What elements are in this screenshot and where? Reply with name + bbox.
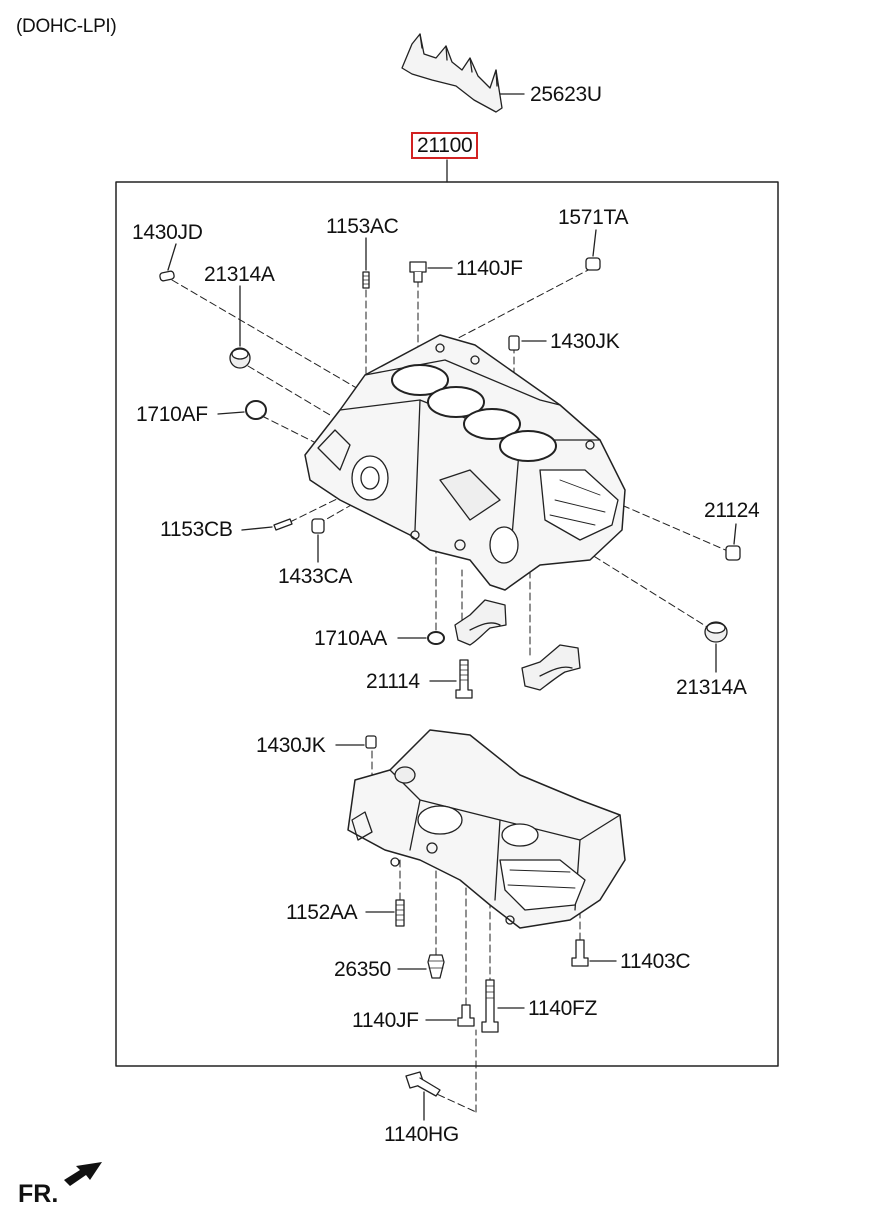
part-1153ac [362, 271, 370, 289]
callout-1140fz[interactable]: 1140FZ [528, 997, 598, 1020]
part-26350 [427, 954, 445, 979]
callout-1140hg[interactable]: 1140HG [384, 1123, 459, 1146]
callout-21314a-top[interactable]: 21314A [204, 263, 275, 286]
part-1710aa [427, 631, 445, 645]
part-21314a-top [229, 347, 251, 369]
part-1571ta [585, 257, 601, 271]
gasket-25623u [401, 33, 525, 113]
callout-1430jk-bottom[interactable]: 1430JK [256, 734, 326, 757]
engine-variant-label: (DOHC-LPI) [16, 16, 117, 37]
callout-1152aa[interactable]: 1152AA [286, 901, 358, 924]
part-1433ca [311, 518, 325, 534]
part-1430jk-bottom [365, 735, 377, 749]
part-1140jf-bottom [457, 1004, 475, 1027]
callout-26350[interactable]: 26350 [334, 958, 391, 981]
callout-21100[interactable]: 21100 [411, 132, 479, 159]
callout-1140jf-bottom[interactable]: 1140JF [352, 1009, 419, 1032]
part-1152aa [395, 899, 405, 927]
part-1430jk-top [508, 335, 520, 351]
part-21114 [455, 659, 473, 699]
part-21124 [725, 545, 741, 561]
bearing-cap-upper [454, 599, 507, 646]
callout-21114[interactable]: 21114 [366, 670, 420, 693]
callout-1430jk-top[interactable]: 1430JK [550, 330, 620, 353]
part-1140hg [405, 1071, 441, 1097]
bearing-cap-lower [521, 644, 581, 691]
part-1140fz [481, 979, 499, 1033]
callout-1710aa[interactable]: 1710AA [314, 627, 387, 650]
part-1430jd [159, 270, 175, 282]
part-1710af [245, 400, 267, 420]
callout-1433ca[interactable]: 1433CA [278, 565, 353, 588]
assembly-frame [115, 181, 779, 1067]
callout-1571ta[interactable]: 1571TA [558, 206, 629, 229]
callout-25623u[interactable]: 25623U [530, 83, 602, 106]
part-21314a-bottom [704, 621, 728, 643]
cylinder-block-21100 [304, 334, 626, 591]
lower-crankcase [347, 729, 626, 929]
front-direction-label: FR. [18, 1180, 59, 1208]
front-arrow-icon [64, 1162, 102, 1186]
callout-1430jd[interactable]: 1430JD [132, 221, 203, 244]
callout-1710af[interactable]: 1710AF [136, 403, 208, 426]
part-11403c [571, 939, 589, 967]
part-1153cb [273, 518, 293, 531]
part-1140jf-top [409, 261, 427, 283]
callout-21314a-bottom[interactable]: 21314A [676, 676, 747, 699]
callout-21124[interactable]: 21124 [704, 499, 760, 522]
callout-11403c[interactable]: 11403C [620, 950, 691, 973]
callout-1153ac[interactable]: 1153AC [326, 215, 399, 238]
callout-1140jf-top[interactable]: 1140JF [456, 257, 523, 280]
callout-1153cb[interactable]: 1153CB [160, 518, 233, 541]
